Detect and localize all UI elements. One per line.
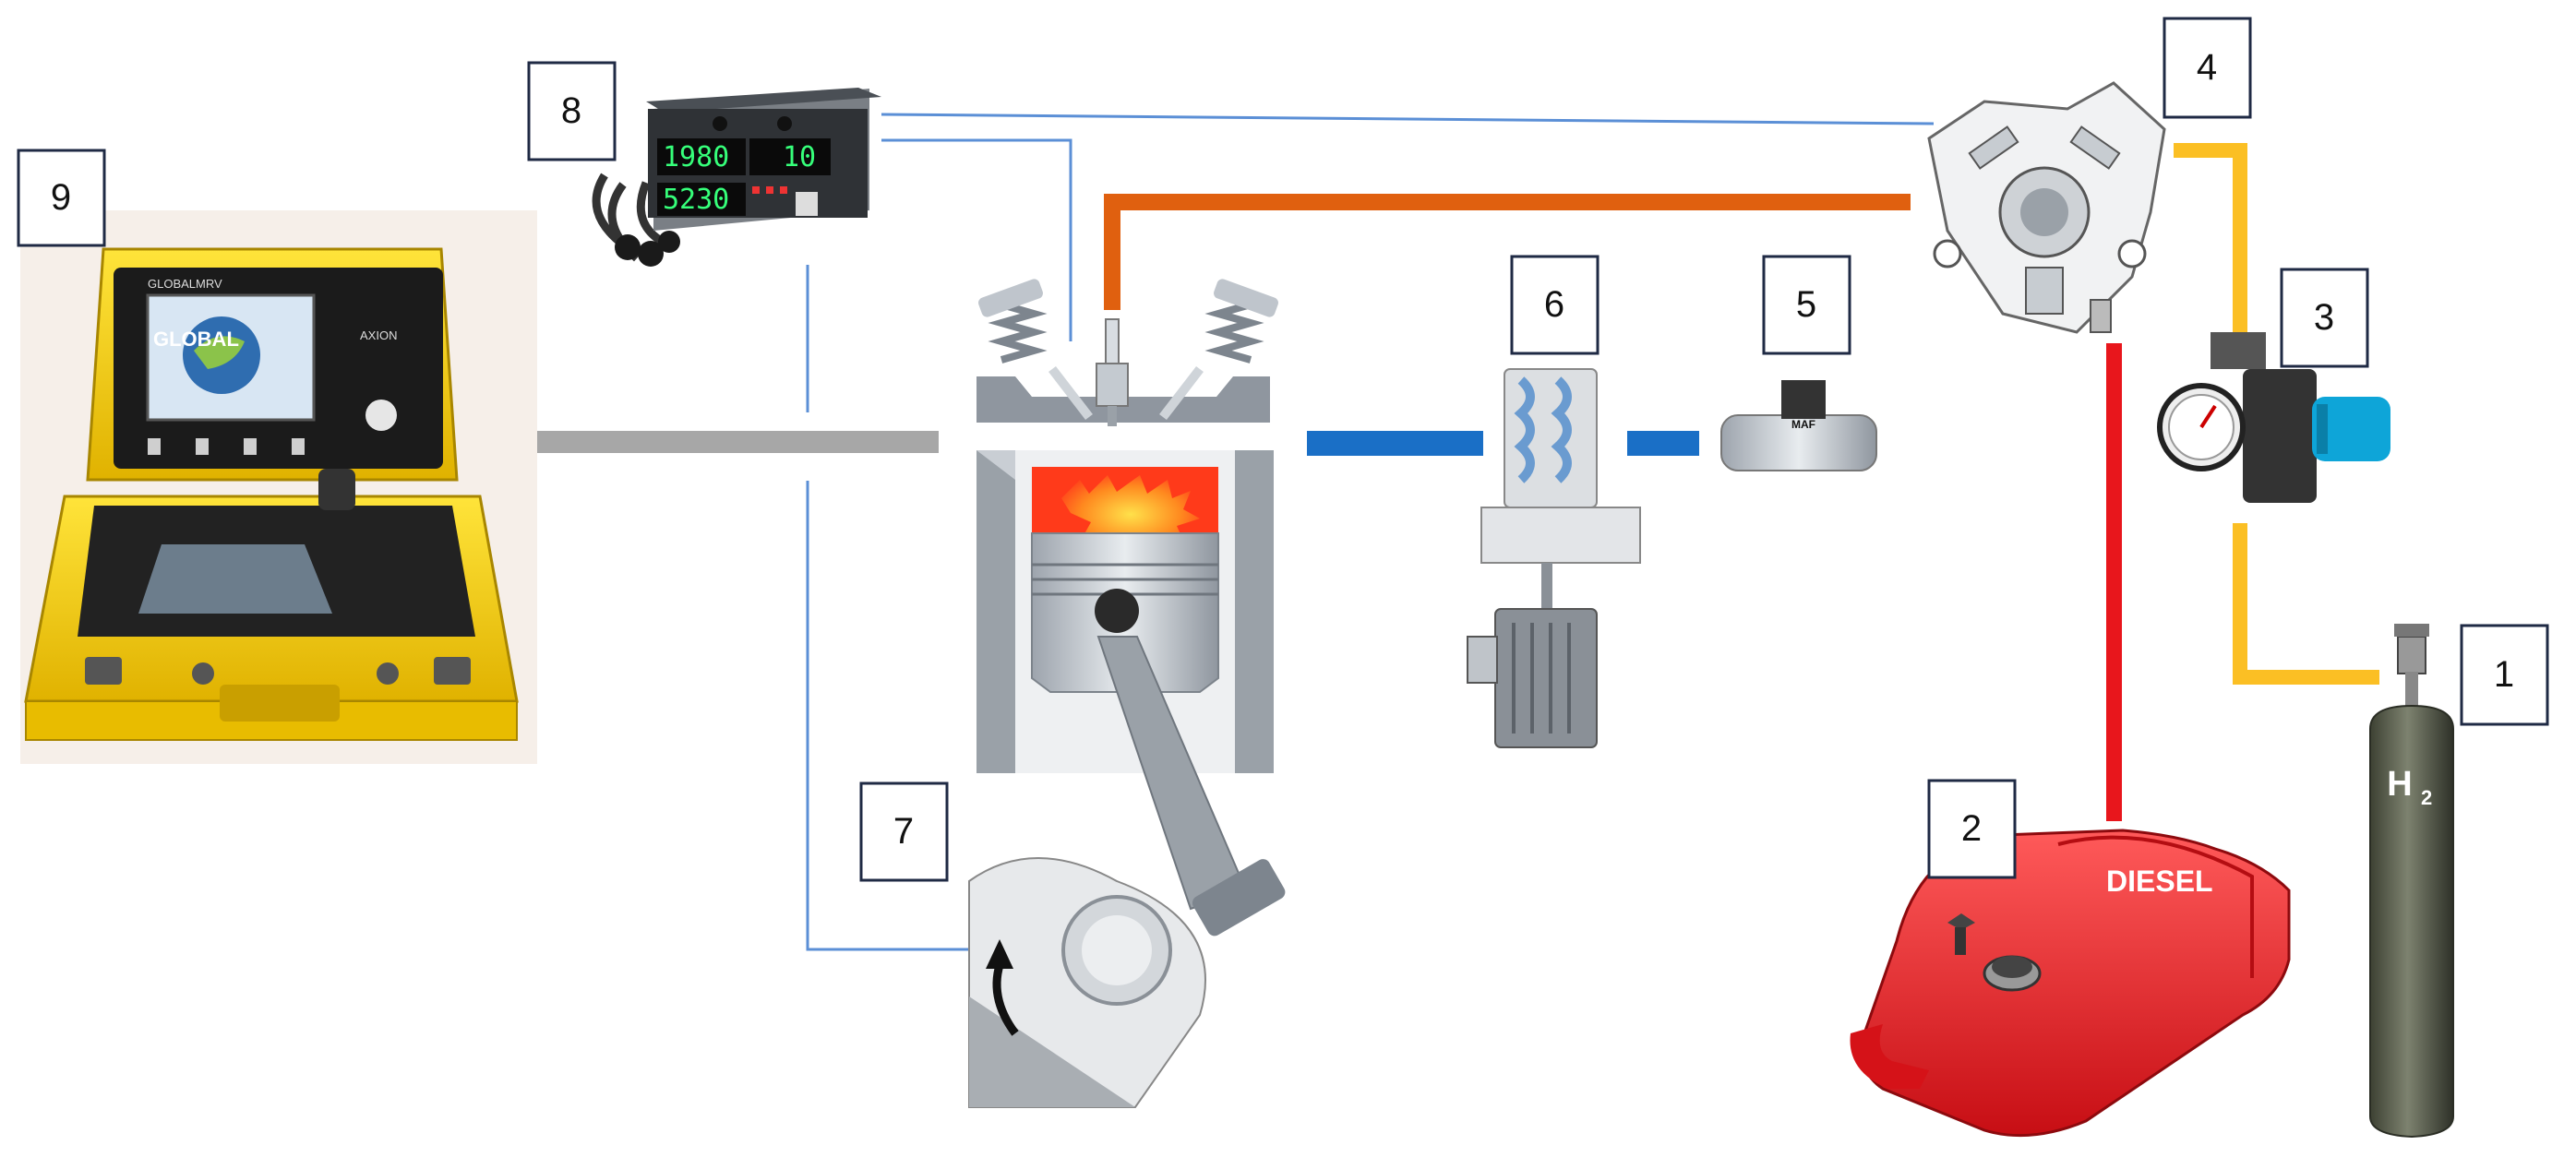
cylinder-label-sub: 2 [2421, 786, 2432, 809]
pressure-regulator [2157, 332, 2390, 503]
label-box-8: 8 [527, 61, 617, 161]
label-box-9: 9 [17, 149, 106, 247]
connection-lines [503, 113, 2379, 951]
label-3: 3 [2314, 297, 2334, 338]
cylinder-label-main: H [2387, 765, 2412, 804]
signal-line-crank-sensor [806, 481, 969, 951]
exhaust-line [503, 431, 939, 453]
gas-analyzer-case: GLOBAL GLOBALMRV AXION [20, 210, 537, 764]
number-labels: 9 8 7 6 5 4 3 2 1 [17, 17, 2549, 882]
maf-sensor: MAF [1720, 380, 1877, 471]
label-1: 1 [2494, 654, 2514, 695]
signal-line-tachometer-to-injector [881, 138, 1072, 341]
injection-line [1104, 194, 1911, 310]
label-box-3: 3 [2280, 268, 2369, 368]
tachometer-unit: 1980 10 5230 [592, 88, 881, 267]
air-line-engine-to-compressor [1307, 431, 1483, 456]
tachometer-display-top-right: 10 [783, 141, 816, 173]
label-4: 4 [2197, 47, 2217, 88]
tachometer-display-bottom: 5230 [663, 184, 729, 216]
label-9: 9 [51, 177, 71, 218]
analyzer-model-label: AXION [360, 328, 397, 342]
label-box-6: 6 [1510, 255, 1600, 355]
label-8: 8 [561, 90, 581, 131]
label-box-7: 7 [859, 781, 949, 882]
label-box-4: 4 [2163, 17, 2252, 119]
diesel-tank: DIESEL [1850, 829, 2291, 1138]
hydrogen-cylinder: H 2 [2369, 624, 2454, 1139]
label-box-5: 5 [1762, 255, 1851, 355]
maf-label: MAF [1791, 418, 1815, 431]
label-box-2: 2 [1927, 779, 2017, 879]
compressor-with-motor [1467, 368, 1641, 748]
label-5: 5 [1796, 284, 1816, 325]
diesel-label: DIESEL [2106, 865, 2213, 898]
air-line-compressor-to-maf [1627, 431, 1699, 456]
signal-line-tachometer-to-pump [881, 113, 1935, 125]
analyzer-screen-text: GLOBAL [153, 328, 239, 351]
label-box-1: 1 [2460, 624, 2549, 726]
diesel-line [2106, 343, 2122, 821]
engine-cutaway [968, 279, 1286, 1108]
hydrogen-line-regulator-to-cylinder [2233, 523, 2379, 685]
label-7: 7 [893, 811, 914, 852]
high-pressure-pump [1927, 81, 2166, 334]
label-6: 6 [1544, 284, 1564, 325]
tachometer-display-top-left: 1980 [663, 141, 729, 173]
analyzer-brand-label: GLOBALMRV [148, 277, 222, 291]
label-2: 2 [1961, 808, 1982, 849]
hydrogen-line-pump-to-regulator [2174, 143, 2247, 337]
